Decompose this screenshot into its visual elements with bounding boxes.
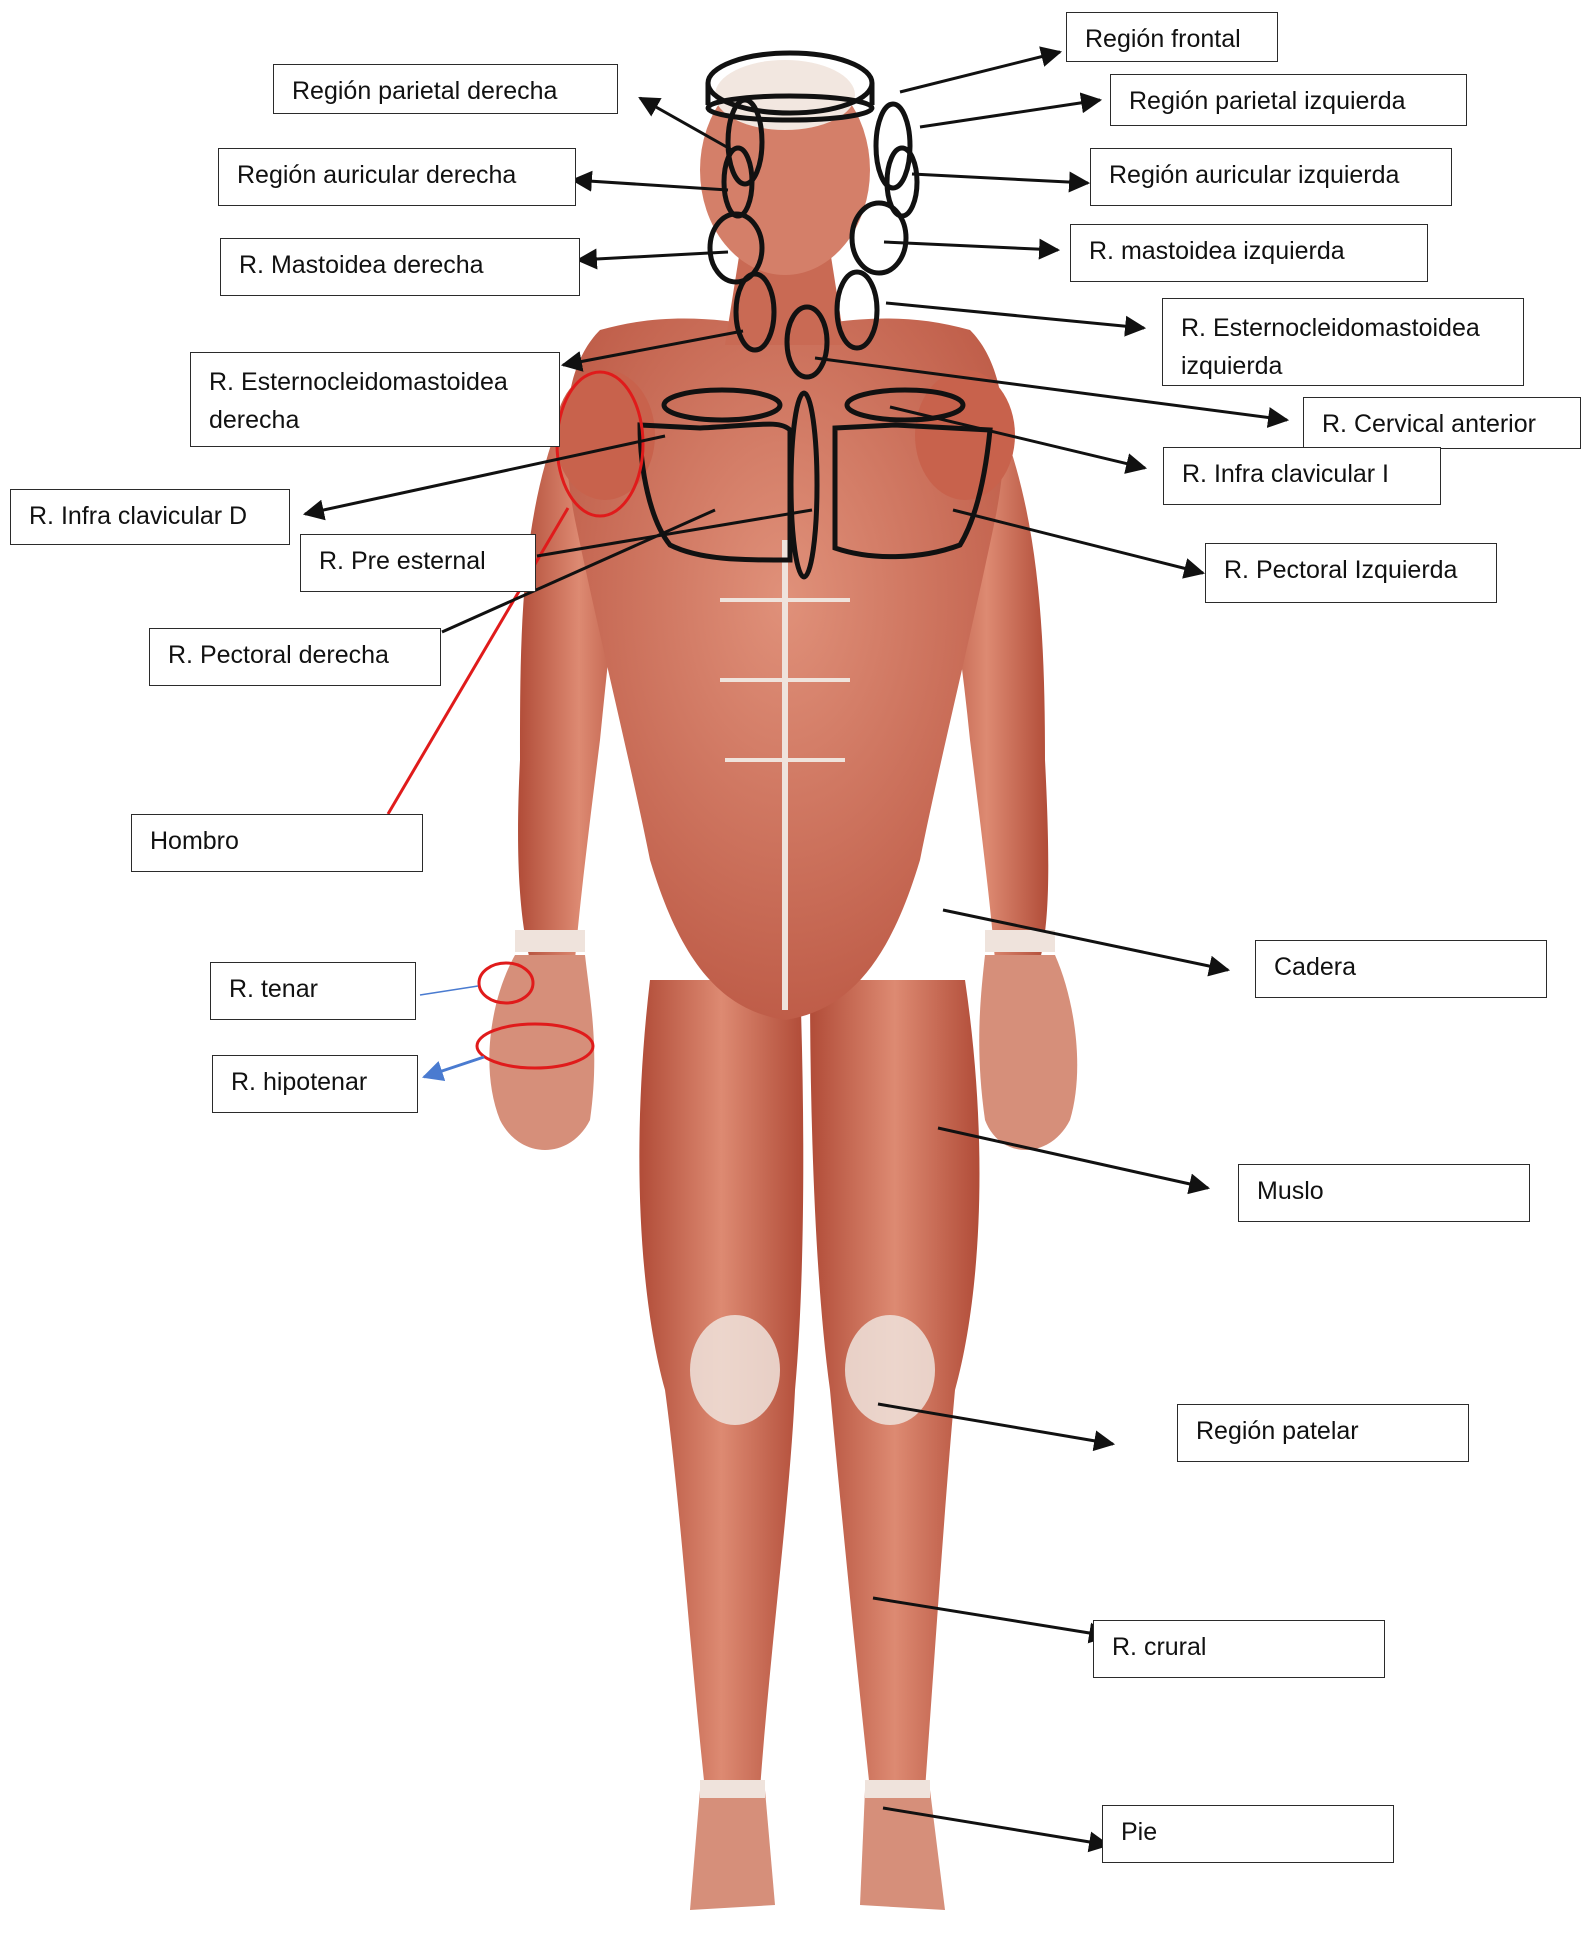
label-r-pre-esternal: R. Pre esternal <box>300 534 536 592</box>
muscular-body <box>489 60 1077 1910</box>
label-r-esternocleido-derecha: R. Esternocleidomastoidea derecha <box>190 352 560 447</box>
label-r-infra-clavicular-i: R. Infra clavicular I <box>1163 447 1441 505</box>
label-region-parietal-izquierda: Región parietal izquierda <box>1110 74 1467 126</box>
label-r-mastoidea-derecha: R. Mastoidea derecha <box>220 238 580 296</box>
label-region-parietal-derecha: Región parietal derecha <box>273 64 618 114</box>
blue-arrows <box>420 986 484 1077</box>
label-r-mastoidea-izquierda: R. mastoidea izquierda <box>1070 224 1428 282</box>
label-r-infra-clavicular-d: R. Infra clavicular D <box>10 489 290 545</box>
label-r-esternocleido-izquierda: R. Esternocleidomastoidea izquierda <box>1162 298 1524 386</box>
label-r-tenar: R. tenar <box>210 962 416 1020</box>
label-region-frontal: Región frontal <box>1066 12 1278 62</box>
label-region-patelar: Región patelar <box>1177 1404 1469 1462</box>
label-r-cervical-anterior: R. Cervical anterior <box>1303 397 1581 449</box>
label-hombro: Hombro <box>131 814 423 872</box>
label-r-hipotenar: R. hipotenar <box>212 1055 418 1113</box>
label-region-auricular-izquierda: Región auricular izquierda <box>1090 148 1452 206</box>
label-r-crural: R. crural <box>1093 1620 1385 1678</box>
label-pie: Pie <box>1102 1805 1394 1863</box>
label-r-pectoral-derecha: R. Pectoral derecha <box>149 628 441 686</box>
label-cadera: Cadera <box>1255 940 1547 998</box>
label-muslo: Muslo <box>1238 1164 1530 1222</box>
label-region-auricular-derecha: Región auricular derecha <box>218 148 576 206</box>
label-r-pectoral-izquierda: R. Pectoral Izquierda <box>1205 543 1497 603</box>
